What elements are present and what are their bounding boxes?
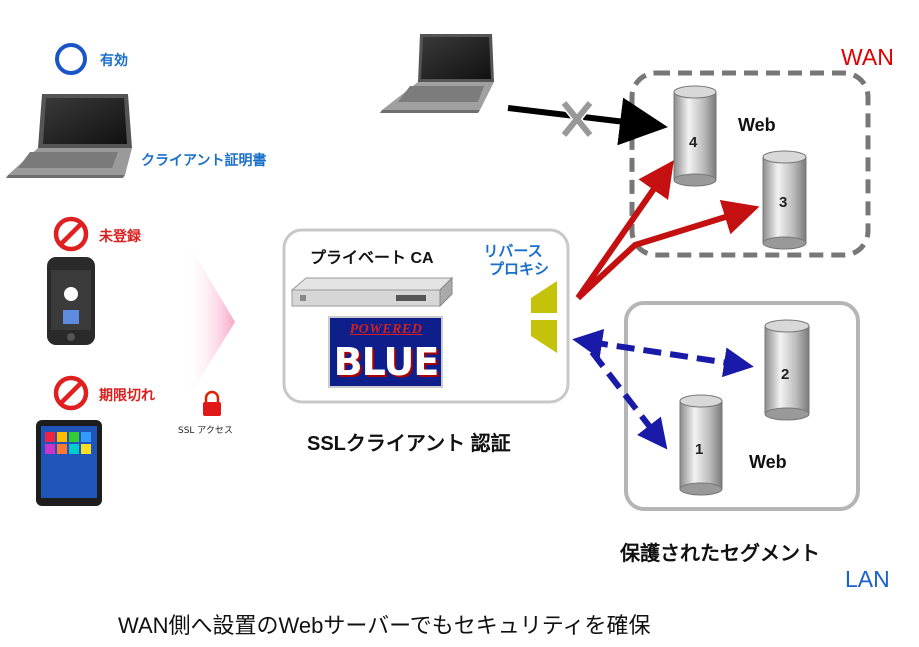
rack-server-icon (290, 276, 454, 308)
block-x-icon (560, 100, 594, 138)
wan-web-label: Web (738, 115, 776, 135)
ssl-auth-label: SSLクライアント 認証 (307, 433, 511, 455)
powered-blue-logo (328, 316, 443, 388)
blue-arrow-to-1 (589, 350, 668, 450)
red-arrow-to-4 (575, 160, 674, 300)
legend-valid-label: 有効 (100, 53, 128, 69)
ssl-fan (185, 238, 235, 403)
smartphone-icon (47, 257, 95, 345)
client-cert-label: クライアント証明書 (141, 153, 267, 169)
lan-zone (624, 301, 860, 511)
prohibited-icon (53, 216, 89, 252)
reverse-proxy-line2: プロキシ (488, 260, 549, 278)
server-4-icon (673, 85, 717, 187)
laptop-valid-icon (6, 94, 132, 178)
server-1-number: 1 (695, 441, 704, 458)
blue-arrow-to-2 (572, 328, 754, 378)
server-4-number: 4 (689, 134, 698, 151)
server-3-number: 3 (779, 194, 788, 211)
wan-label: WAN (841, 44, 894, 70)
server-1-icon (679, 394, 723, 496)
reverse-proxy-line1: リバース (483, 242, 543, 260)
server-3-icon (762, 150, 807, 250)
red-arrow-to-3 (575, 199, 760, 301)
prohibited-icon (53, 375, 89, 411)
powered-text: POWERED (349, 322, 423, 337)
lan-label: LAN (845, 566, 890, 592)
server-2-icon (764, 319, 810, 421)
legend-expired-label: 期限切れ (99, 388, 155, 404)
caption: WAN側へ設置のWebサーバーでもセキュリティを確保 (118, 613, 651, 638)
legend-unregistered-label: 未登録 (99, 229, 141, 245)
wan-zone (629, 70, 871, 258)
center-box (282, 228, 570, 404)
lan-web-label: Web (749, 452, 787, 472)
laptop-attacker-icon (380, 34, 494, 113)
ssl-access-label: SSL アクセス (178, 426, 233, 436)
reverse-proxy-icon (531, 281, 557, 353)
tablet-icon (36, 420, 102, 506)
private-ca-label: プライベート CA (310, 250, 434, 267)
lock-icon (203, 390, 221, 416)
reverse-proxy-label: リバース プロキシ (468, 242, 558, 278)
protected-segment-label: 保護されたセグメント (620, 543, 820, 565)
valid-circle-icon (55, 43, 87, 75)
blue-text: BLUE (333, 340, 440, 384)
server-2-number: 2 (781, 366, 790, 383)
